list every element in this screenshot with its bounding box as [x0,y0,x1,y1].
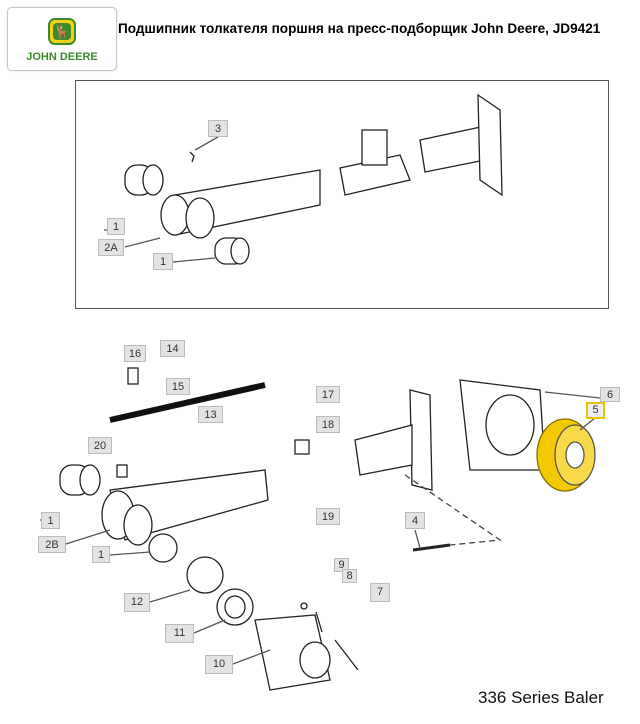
page-title: Подшипник толкателя поршня на пресс-подб… [118,21,601,36]
top-diagram-panel [75,80,609,309]
callout-14[interactable]: 14 [160,340,185,357]
callout-9[interactable]: 9 [334,558,349,572]
callout-16[interactable]: 16 [124,345,146,362]
callout-2b[interactable]: 2B [38,536,66,553]
model-caption: 336 Series Baler [478,688,604,707]
john-deere-logo: 🦌 JOHN DEERE [7,7,117,71]
callout-13[interactable]: 13 [198,406,223,423]
callout-4[interactable]: 4 [405,512,425,529]
callout-18[interactable]: 18 [316,416,340,433]
callout-6[interactable]: 6 [600,387,620,402]
callout-2a[interactable]: 2A [98,239,124,256]
callout-19[interactable]: 19 [316,508,340,525]
callout-1[interactable]: 1 [107,218,125,235]
callout-15[interactable]: 15 [166,378,190,395]
callout-17[interactable]: 17 [316,386,340,403]
callout-3[interactable]: 3 [208,120,228,137]
top-assembly-drawing [104,93,503,265]
callout-1[interactable]: 1 [153,253,173,270]
callout-8[interactable]: 8 [342,569,357,583]
callout-7[interactable]: 7 [370,583,390,602]
callout-12[interactable]: 12 [124,593,150,612]
callout-5-highlighted[interactable]: 5 [586,402,605,419]
highlighted-bearing [536,418,596,492]
callout-11[interactable]: 11 [165,624,194,643]
logo-text: JOHN DEERE [26,51,98,63]
callout-20[interactable]: 20 [88,437,112,454]
callout-10[interactable]: 10 [205,655,233,674]
deer-icon: 🦌 [48,18,76,45]
callout-1[interactable]: 1 [92,546,110,563]
bottom-assembly-drawing [40,367,601,691]
callout-1[interactable]: 1 [41,512,60,529]
